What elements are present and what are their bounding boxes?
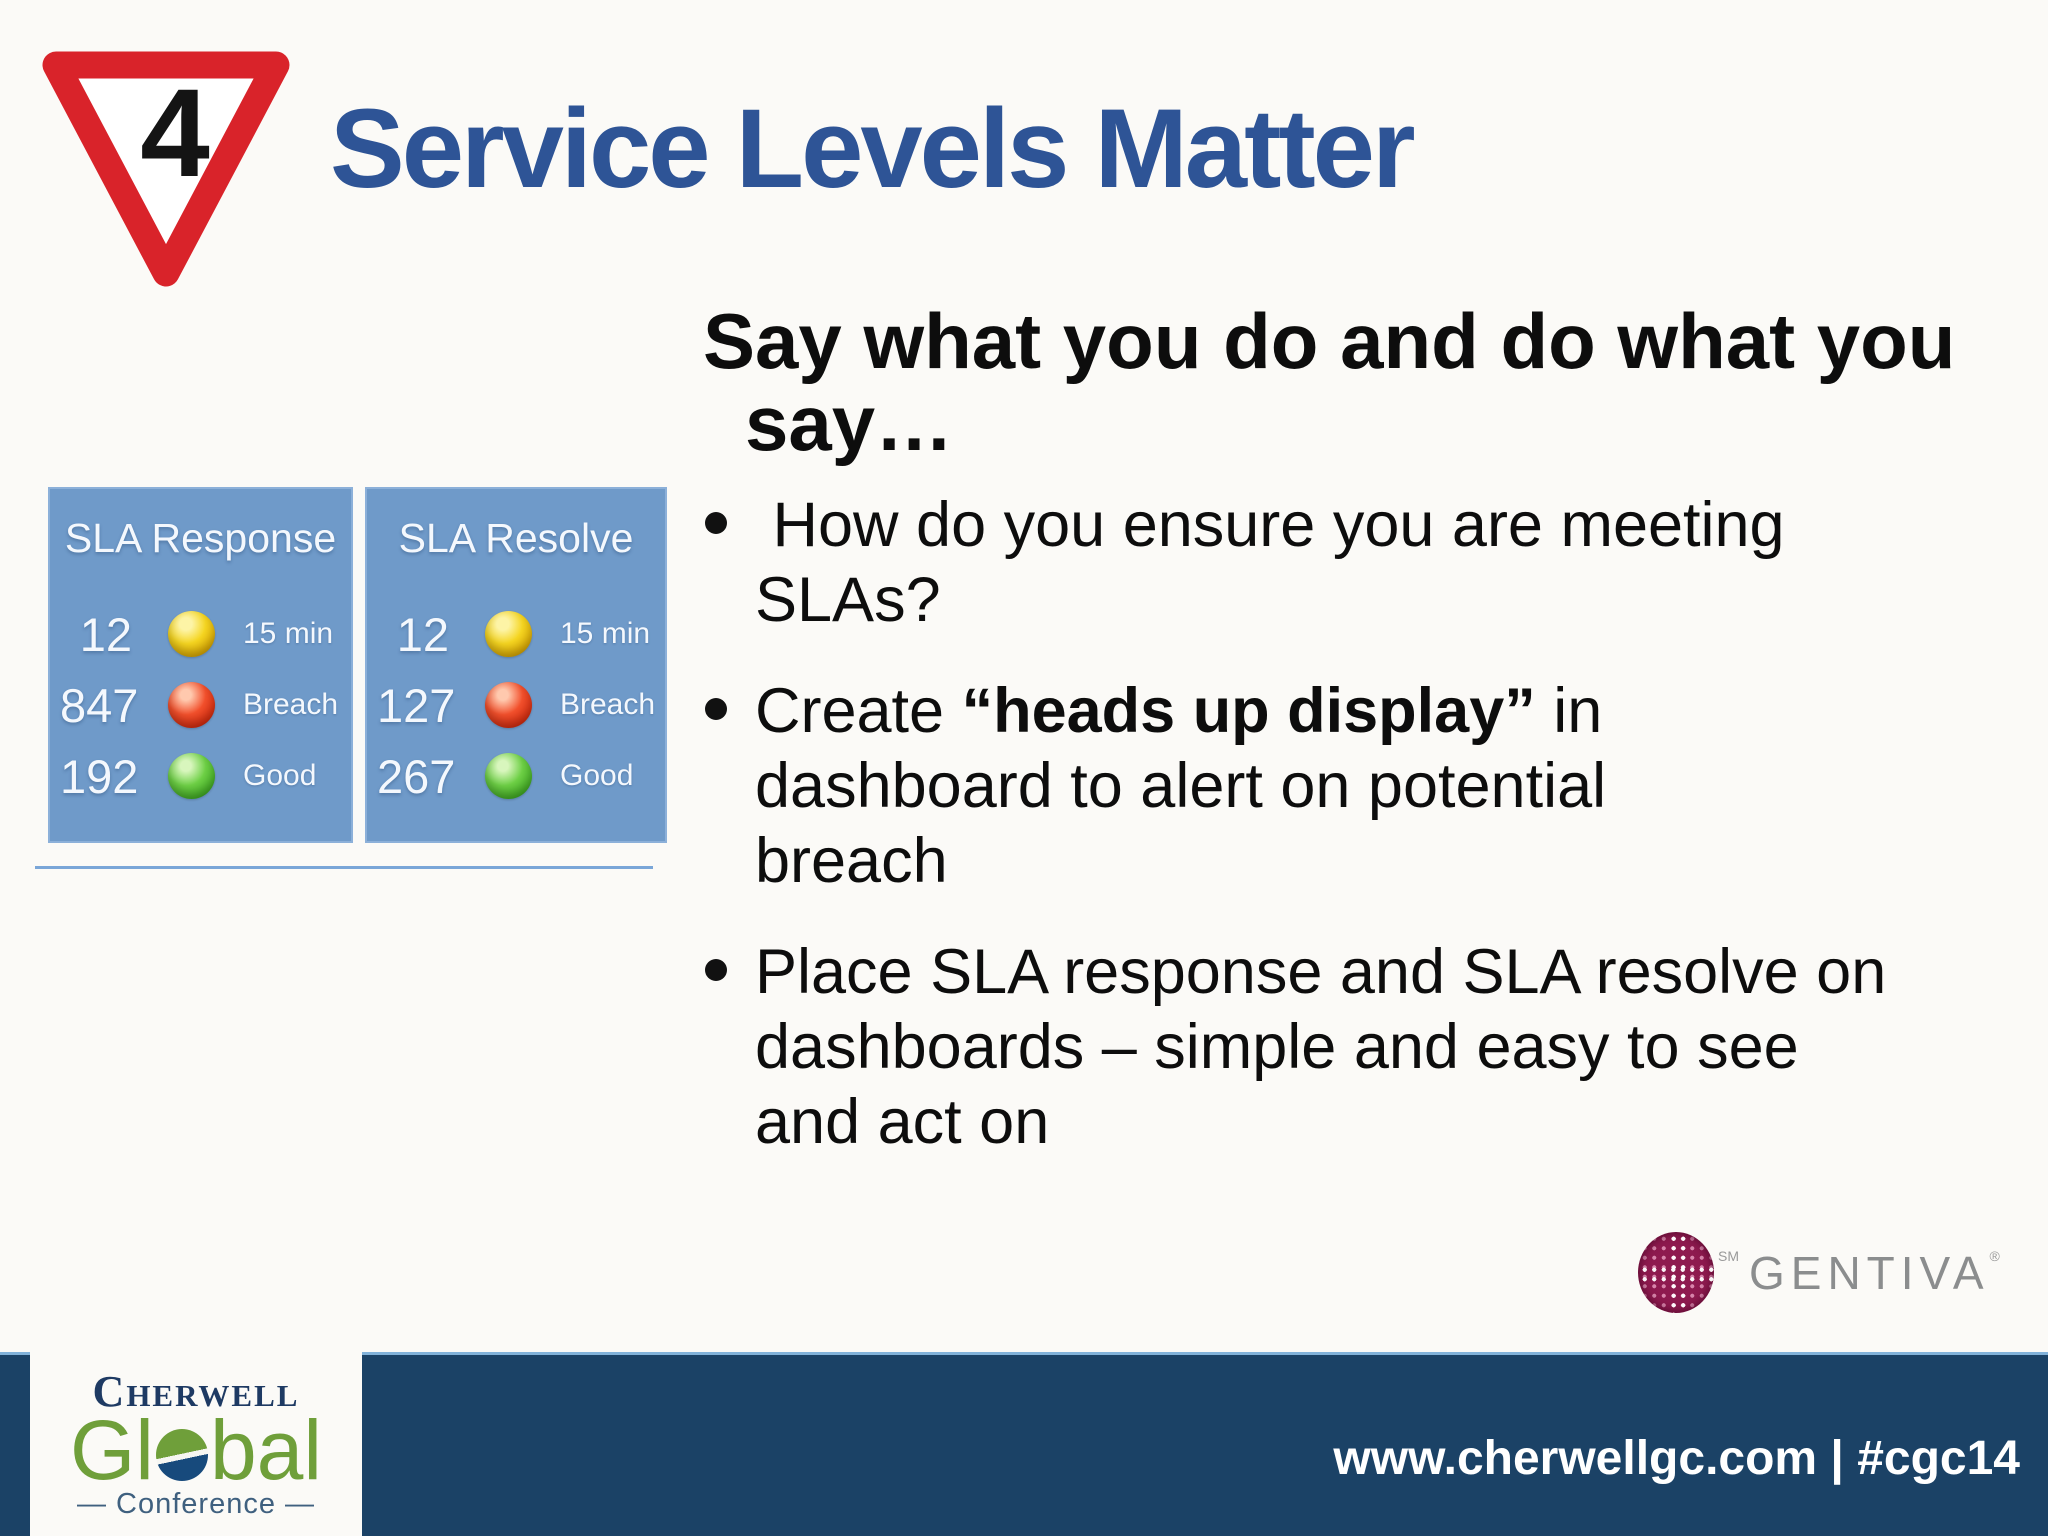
status-light-green-icon: [168, 753, 215, 799]
globe-icon: [155, 1429, 208, 1481]
list-item: Create “heads up display” in dashboard t…: [705, 674, 1995, 899]
footer-url-text: www.cherwellgc.com | #cgc14: [1333, 1432, 2020, 1485]
cherwell-conference-text: — Conference —: [76, 1488, 316, 1520]
status-light-red-icon: [485, 682, 532, 728]
bullet-line: breach: [755, 826, 948, 896]
sla-label: Good: [560, 759, 634, 792]
sla-row: 847 Breach: [60, 673, 351, 737]
bullet-list: How do you ensure you are meeting SLAs? …: [705, 488, 1995, 1196]
global-text-pre: Gl: [69, 1403, 154, 1497]
sla-count: 127: [377, 678, 456, 732]
body-heading: Say what you do and do what you say…: [703, 300, 1955, 464]
yield-sign-icon: 4: [42, 51, 290, 287]
sla-row: 12 15 min: [377, 602, 665, 666]
sla-resolve-panel: SLA Resolve 12 15 min 127 Breach 267 Goo…: [365, 487, 667, 843]
gentiva-sm-mark: SM: [1718, 1247, 1739, 1264]
sla-label: Breach: [243, 688, 339, 721]
bullet-line: Place SLA response and SLA resolve on: [755, 937, 1887, 1007]
sla-label: Breach: [560, 688, 656, 721]
bullet-icon: [705, 698, 727, 720]
cherwell-logo-panel: Cherwell Gl bal — Conference —: [30, 1352, 362, 1536]
panel-underline: [35, 866, 653, 869]
sla-row: 127 Breach: [377, 673, 665, 737]
list-item: Place SLA response and SLA resolve on da…: [705, 935, 1995, 1160]
bullet-text: Create “heads up display” in dashboard t…: [755, 674, 1606, 899]
bullet-segment: Create: [755, 676, 962, 746]
global-text-post: bal: [209, 1403, 323, 1497]
sla-count: 192: [60, 749, 139, 803]
sla-row: 12 15 min: [60, 602, 351, 666]
sla-count: 847: [60, 678, 139, 732]
bullet-segment: in: [1535, 676, 1603, 746]
bullet-line: dashboard to alert on potential: [755, 751, 1607, 821]
gentiva-wordmark: GENTIVA: [1749, 1246, 1990, 1299]
sla-count: 12: [79, 607, 132, 661]
heading-line: Say what you do and do what you: [703, 297, 1956, 385]
gentiva-reg-mark: ®: [1989, 1247, 2000, 1264]
panel-rows: 12 15 min 847 Breach 192 Good: [50, 602, 351, 808]
sla-label: 15 min: [560, 617, 651, 650]
status-light-green-icon: [485, 753, 532, 799]
bullet-line: Create “heads up display” in: [755, 674, 1606, 749]
sla-count: 267: [377, 749, 456, 803]
cherwell-wordmark: Cherwell: [92, 1367, 300, 1416]
sla-row: 267 Good: [377, 744, 665, 808]
sla-response-panel: SLA Response 12 15 min 847 Breach 192 Go…: [48, 487, 353, 843]
panel-title: SLA Response: [64, 515, 337, 561]
bullet-text: How do you ensure you are meeting SLAs?: [755, 488, 1785, 638]
bullet-icon: [705, 959, 727, 981]
cherwell-global-wordmark: Gl bal: [30, 1403, 362, 1497]
page-title: Service Levels Matter: [330, 86, 1416, 211]
heading-line: say…: [745, 379, 954, 467]
sla-row: 192 Good: [60, 744, 351, 808]
sla-count: 12: [396, 607, 449, 661]
gentiva-globe-icon: [1638, 1232, 1714, 1313]
status-light-yellow-icon: [485, 611, 532, 657]
panel-rows: 12 15 min 127 Breach 267 Good: [367, 602, 665, 808]
status-light-red-icon: [168, 682, 215, 728]
bullet-line: SLAs?: [755, 565, 941, 635]
bullet-text: Place SLA response and SLA resolve on da…: [755, 935, 1886, 1160]
sla-label: 15 min: [243, 617, 334, 650]
panel-title: SLA Resolve: [398, 515, 634, 561]
bullet-line: How do you ensure you are meeting: [755, 490, 1785, 560]
bullet-line: and act on: [755, 1087, 1050, 1157]
bullet-icon: [705, 512, 727, 534]
slide-number: 4: [140, 64, 210, 203]
gentiva-logo: SM GENTIVA ®: [1638, 1232, 2000, 1313]
bullet-segment-bold: “heads up display”: [961, 676, 1536, 746]
bullet-line: dashboards – simple and easy to see: [755, 1012, 1799, 1082]
status-light-yellow-icon: [168, 611, 215, 657]
list-item: How do you ensure you are meeting SLAs?: [705, 488, 1995, 638]
sla-label: Good: [243, 759, 317, 792]
